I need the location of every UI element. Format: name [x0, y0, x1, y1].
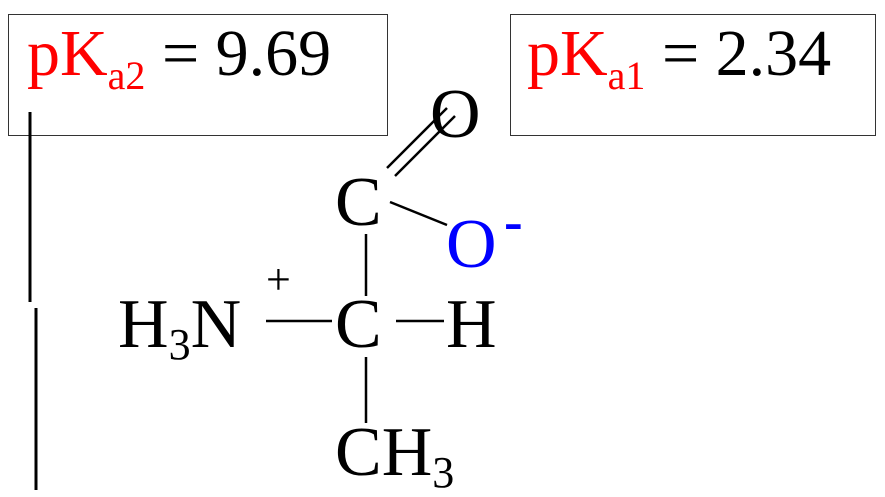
- pka2-value: 9.69: [215, 17, 332, 90]
- methyl-c: C: [335, 414, 382, 491]
- methyl-h-count: 3: [432, 448, 455, 497]
- carboxylate-oxygen: O: [446, 206, 497, 283]
- alpha-hydrogen: H: [446, 286, 497, 363]
- pka2-box: pKa2 = 9.69: [8, 14, 388, 136]
- pka1-subscript: a1: [607, 53, 646, 98]
- amine-h: H: [118, 286, 169, 363]
- amine-h-count: 3: [168, 320, 191, 369]
- pka1-text: pKa1 = 2.34: [527, 21, 831, 96]
- pka1-value: 2.34: [715, 17, 832, 90]
- amine-charge: +: [266, 255, 291, 304]
- pka1-label: pK: [527, 17, 608, 90]
- carboxylate-charge: -: [504, 191, 523, 253]
- pka1-box: pKa1 = 2.34: [510, 14, 876, 136]
- amine-n: N: [190, 286, 242, 363]
- pka1-equals: =: [661, 17, 700, 90]
- pka2-label: pK: [27, 17, 108, 90]
- methyl-h: H: [381, 414, 433, 491]
- pka2-text: pKa2 = 9.69: [27, 21, 331, 96]
- carbonyl-oxygen: O: [430, 76, 481, 153]
- amine-group: H3N: [118, 290, 241, 367]
- pka2-subscript: a2: [107, 53, 146, 98]
- carboxyl-carbon: C: [335, 164, 382, 241]
- carboxylate-bond: [389, 200, 448, 227]
- double-bond-line-1: [386, 107, 448, 169]
- double-bond-line-2: [394, 115, 456, 177]
- pka2-equals: =: [161, 17, 200, 90]
- methyl-group: CH3: [335, 418, 454, 495]
- alpha-carbon: C: [335, 286, 382, 363]
